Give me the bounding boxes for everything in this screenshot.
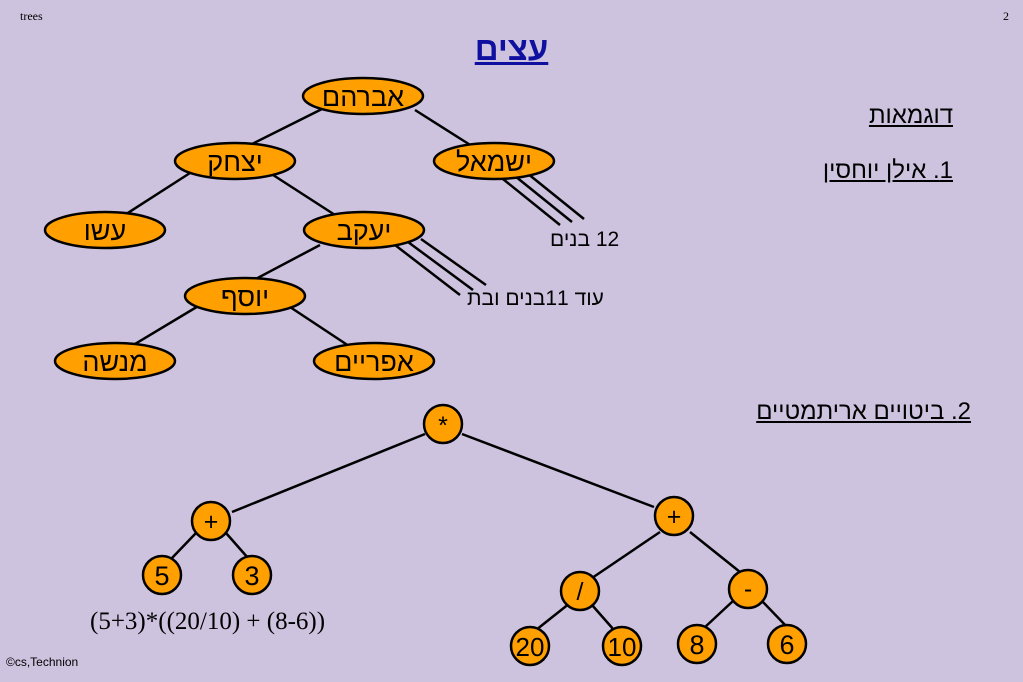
expression-tree-edges xyxy=(171,432,789,631)
edge-plus-minus xyxy=(689,531,741,573)
edge-times-plus-left xyxy=(231,432,426,514)
yaakov-children-line xyxy=(420,237,487,287)
node-yitzchak: יצחק xyxy=(173,141,297,181)
yishmael-children-line xyxy=(521,168,585,220)
edge-minus-6 xyxy=(761,600,789,629)
node-leaf-3-label: 3 xyxy=(244,561,259,591)
edge-yaakov-yosef xyxy=(249,243,321,284)
node-minus-label: - xyxy=(744,575,752,603)
node-leaf-6: 6 xyxy=(766,623,808,665)
node-yishmael-label: ישמאל xyxy=(456,147,532,177)
edge-plus-3 xyxy=(225,532,249,559)
node-leaf-8: 8 xyxy=(676,623,718,665)
yaakov-children-line xyxy=(407,240,474,292)
page-number: 2 xyxy=(1003,9,1009,23)
examples-heading: דוגמאות xyxy=(868,102,953,129)
node-menashe: מנשה xyxy=(53,341,177,381)
edge-yosef-menashe xyxy=(124,303,201,352)
edge-divide-10 xyxy=(591,604,615,631)
edge-yitzchak-yaakov xyxy=(269,171,336,217)
node-plus-right: + xyxy=(653,495,695,537)
edge-yosef-efraim xyxy=(289,305,356,352)
edge-plus-divide xyxy=(591,530,661,580)
edge-yitzchak-esav xyxy=(119,171,191,220)
node-yaakov: יעקב xyxy=(302,210,426,250)
node-leaf-6-label: 6 xyxy=(779,630,794,660)
yaakov-children-note: עוד 11בנים ובת xyxy=(467,287,604,310)
node-esav: עשו xyxy=(43,210,167,250)
yishmael-children-line xyxy=(509,171,573,223)
node-divide-label: / xyxy=(577,578,584,606)
node-yitzchak-label: יצחק xyxy=(207,147,262,177)
node-minus: - xyxy=(727,568,769,610)
node-plus-right-label: + xyxy=(667,503,682,531)
edge-plus-5 xyxy=(171,532,197,559)
node-leaf-10-label: 10 xyxy=(608,632,637,662)
node-leaf-5: 5 xyxy=(141,554,183,596)
node-leaf-20-label: 20 xyxy=(516,632,545,662)
node-yosef: יוסף xyxy=(183,276,307,316)
node-yosef-label: יוסף xyxy=(221,282,269,312)
node-leaf-10: 10 xyxy=(601,625,643,667)
yaakov-children-line xyxy=(394,244,461,296)
edge-times-plus-right xyxy=(461,432,655,509)
node-leaf-20: 20 xyxy=(509,625,551,667)
node-divide: / xyxy=(559,570,601,612)
node-yaakov-label: יעקב xyxy=(337,216,392,246)
edge-avraham-yitzchak xyxy=(239,103,331,152)
node-avraham-label: אברהם xyxy=(322,82,404,112)
node-efraim: אפריים xyxy=(312,341,436,381)
example1-heading: 1. אילן יוחסין xyxy=(822,157,953,184)
footer-copyright: ©cs,Technion xyxy=(6,655,79,669)
node-leaf-8-label: 8 xyxy=(689,630,704,660)
node-plus-left-label: + xyxy=(204,508,219,536)
example2-heading: 2. ביטויים אריתמטיים xyxy=(756,398,971,425)
node-leaf-5-label: 5 xyxy=(154,561,169,591)
header-label: trees xyxy=(20,9,43,23)
expression-formula: (5+3)*((20/10) + (8-6)) xyxy=(90,608,326,635)
node-times: * xyxy=(422,403,464,445)
node-leaf-3: 3 xyxy=(231,554,273,596)
node-yishmael: ישמאל xyxy=(432,141,556,181)
edge-divide-20 xyxy=(535,602,571,631)
node-esav-label: עשו xyxy=(84,216,126,246)
edge-minus-8 xyxy=(703,600,734,629)
node-times-label: * xyxy=(438,412,448,440)
family-tree-edges xyxy=(119,103,585,352)
yishmael-children-line xyxy=(497,174,561,226)
node-menashe-label: מנשה xyxy=(82,347,147,377)
slide-title: עצים xyxy=(474,30,549,67)
node-avraham: אברהם xyxy=(301,76,425,116)
yishmael-children-note: 12 בנים xyxy=(550,228,620,251)
node-plus-left: + xyxy=(190,500,232,542)
node-efraim-label: אפריים xyxy=(334,347,414,377)
edge-avraham-yishmael xyxy=(414,108,476,150)
